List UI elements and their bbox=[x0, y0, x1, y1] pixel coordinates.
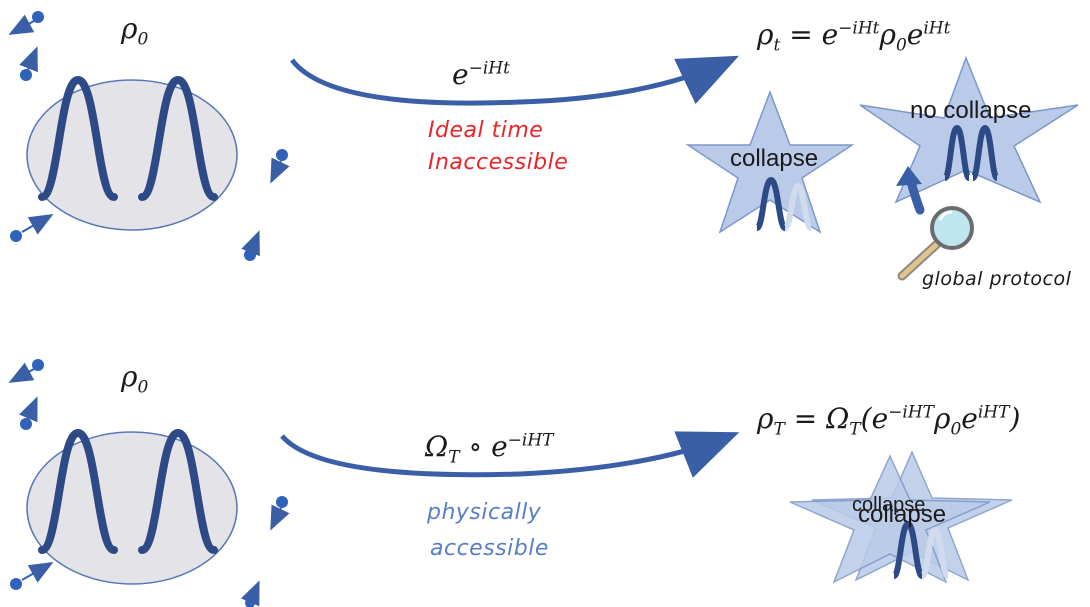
magnifier-icon bbox=[897, 206, 974, 281]
note-accessible: accessible bbox=[430, 536, 549, 561]
star-collapse bbox=[685, 89, 855, 234]
bottom-environment-particles bbox=[8, 359, 290, 607]
wave-packet-left bbox=[38, 428, 118, 554]
top-system bbox=[26, 75, 238, 231]
particle-icon bbox=[8, 11, 44, 35]
star-overlap-label-2: collapse bbox=[858, 501, 947, 528]
particle-icon bbox=[10, 562, 54, 590]
particle-icon bbox=[10, 214, 54, 242]
star-overlap-label-1: collapse bbox=[852, 494, 926, 516]
rho0-label-bottom: ρ0 bbox=[121, 360, 149, 398]
star-collapse-overlap bbox=[789, 450, 1013, 584]
particle-icon bbox=[19, 396, 38, 430]
note-inaccessible: Inaccessible bbox=[428, 150, 569, 175]
bottom-system bbox=[26, 428, 238, 585]
wave-packet-right bbox=[138, 75, 218, 201]
wave-packet-right bbox=[138, 428, 218, 554]
operator-label-top: e−iHt bbox=[452, 58, 510, 91]
particle-icon bbox=[8, 359, 44, 383]
particle-icon bbox=[240, 580, 260, 607]
system-blob bbox=[26, 431, 238, 585]
particle-icon bbox=[19, 46, 38, 81]
particle-icon bbox=[241, 230, 260, 261]
operator-label-bottom: ΩT ∘ e−iHT bbox=[425, 430, 554, 468]
packet-b bbox=[970, 124, 1000, 181]
star-no-collapse-label: no collapse bbox=[910, 97, 1032, 124]
particle-icon bbox=[270, 149, 290, 184]
note-physically: physically bbox=[427, 500, 542, 525]
protocol-label: global protocol bbox=[922, 268, 1072, 290]
packet-a bbox=[942, 124, 972, 181]
faded-packet bbox=[919, 526, 951, 579]
measurement-arrow-icon bbox=[896, 166, 925, 215]
star-collapse-label: collapse bbox=[730, 145, 819, 172]
faded-packet bbox=[782, 182, 814, 231]
star-no-collapse bbox=[859, 55, 1079, 204]
result-label-bottom: ρT = ΩT(e−iHTρ0eiHT) bbox=[757, 402, 1021, 440]
note-ideal-time: Ideal time bbox=[428, 118, 544, 143]
system-blob bbox=[26, 79, 238, 231]
evolution-arrow-bottom bbox=[280, 431, 740, 478]
collapsed-packet bbox=[754, 176, 788, 231]
result-label-top: ρt = e−iHtρ0eiHt bbox=[757, 18, 951, 56]
top-environment-particles bbox=[8, 11, 290, 261]
rho0-label-top: ρ0 bbox=[121, 12, 149, 50]
particle-icon bbox=[270, 496, 290, 531]
evolution-arrow-top bbox=[290, 55, 740, 106]
wave-packet-left bbox=[38, 75, 118, 201]
collapsed-packet bbox=[891, 520, 925, 579]
